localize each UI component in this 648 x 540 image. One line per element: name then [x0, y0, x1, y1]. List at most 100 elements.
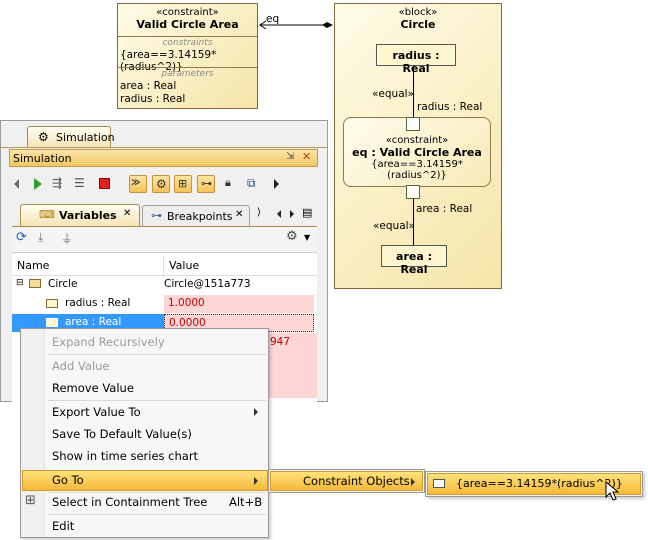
mouse-cursor-icon	[605, 481, 620, 501]
constraint-property-expression: {area==3.14159*(radius^2)}	[371, 159, 463, 181]
submenu-item-constraint-objects[interactable]: Constraint Objects	[303, 474, 410, 488]
area-parameter-label: area : Real	[416, 203, 473, 215]
scroll-left-icon[interactable]	[277, 210, 281, 218]
partial-red-cell	[269, 333, 317, 398]
table-row[interactable]: ⊟ Circle Circle@151a773	[12, 276, 317, 294]
binding-connector-radius	[413, 66, 414, 118]
area-parameter-port[interactable]	[406, 185, 420, 199]
menu-item-add-value[interactable]: Add Value	[52, 359, 110, 373]
variables-tab-label: Variables	[59, 209, 117, 222]
row-value: Circle@151a773	[164, 278, 251, 290]
menu-item-edit[interactable]: Edit	[52, 519, 75, 533]
tab-breakpoints[interactable]: ⊶ Breakpoints ✕	[142, 205, 250, 226]
constraints-compartment-title: constraints	[162, 38, 213, 48]
column-separator	[163, 256, 164, 276]
submenu-arrow-icon	[411, 478, 415, 486]
variables-toolbar	[12, 226, 317, 252]
simulation-title-bar: Simulation ⇲ ✕	[9, 149, 318, 167]
table-row[interactable]: radius : Real 1.0000	[12, 295, 317, 313]
shortcut-alt-b: Alt+B	[229, 495, 263, 509]
menu-item-show-time-series[interactable]: Show in time series chart	[52, 449, 199, 463]
scroll-right-icon[interactable]	[290, 210, 294, 218]
options-gear-icon[interactable]: ⚙	[286, 229, 298, 244]
part-area[interactable]: area : Real	[381, 245, 447, 276]
stop-icon[interactable]	[96, 175, 114, 193]
animation-toggle-icon[interactable]: ⊶	[197, 175, 215, 193]
export-icon[interactable]: ⧉	[247, 176, 256, 190]
divider	[118, 67, 257, 68]
equal-stereotype-1: «equal»	[372, 88, 414, 100]
tab-overflow-icon[interactable]: ⟩	[257, 207, 261, 218]
block-stereotype: «block»	[398, 7, 438, 18]
collapse-icon[interactable]: ⊟	[16, 278, 24, 288]
table-row-selected[interactable]: area : Real 0.0000	[12, 314, 317, 332]
value-property-icon	[46, 318, 58, 327]
tab-strip-line	[0, 147, 328, 148]
menu-item-save-to-default[interactable]: Save To Default Value(s)	[52, 427, 192, 441]
tree-toggle-icon[interactable]: ⊞	[174, 175, 192, 193]
menu-item-remove-value[interactable]: Remove Value	[52, 381, 134, 395]
menu-separator	[48, 514, 266, 515]
parameters-compartment-title: parameters	[161, 69, 214, 79]
menu-item-export-value-to[interactable]: Export Value To	[52, 405, 141, 419]
table-header: Name Value	[12, 256, 317, 276]
menu-item-go-to-highlight[interactable]	[22, 470, 268, 491]
pause-icon[interactable]: ☰	[74, 176, 85, 190]
constraint-icon	[433, 479, 445, 488]
import-icon[interactable]: ⤓	[38, 230, 44, 244]
submenu-constraint-item[interactable]: {area==3.14159*(radius^2)}	[456, 477, 623, 490]
parameter-radius: radius : Real	[120, 93, 186, 105]
containment-tree-icon: ⊞	[25, 493, 36, 508]
close-variables-icon[interactable]: ✕	[123, 208, 132, 219]
binding-connector-area	[413, 199, 414, 245]
more-icon[interactable]	[268, 175, 286, 193]
filter-icon[interactable]: ⏚	[61, 232, 74, 246]
options-dropdown-icon[interactable]: ▼	[304, 233, 311, 242]
menu-separator	[48, 492, 266, 493]
constraint-property-eq[interactable]: «constraint» eq : Valid Circle Area {are…	[343, 117, 491, 187]
constraint-property-name: eq : Valid Circle Area	[352, 146, 482, 159]
composition-connector[interactable]	[258, 18, 336, 32]
menu-item-go-to[interactable]: Go To	[52, 473, 84, 487]
tab-simulation[interactable]: ⚙ Simulation	[27, 126, 115, 148]
submenu-arrow-icon	[254, 408, 258, 416]
lock-icon[interactable]: 🔒︎	[225, 176, 231, 189]
menu-separator	[48, 400, 266, 401]
run-icon[interactable]	[29, 175, 47, 193]
value-property-icon	[46, 299, 58, 308]
submenu-item-constraint-objects-highlight[interactable]	[270, 471, 423, 491]
radius-parameter-port[interactable]	[406, 117, 420, 131]
block-icon	[29, 279, 41, 288]
column-header-value[interactable]: Value	[169, 259, 200, 272]
block-name: Circle	[400, 18, 436, 31]
menu-item-select-containment-tree[interactable]: Select in Containment Tree	[52, 495, 208, 509]
radius-parameter-label: radius : Real	[417, 101, 483, 113]
constraint-block-stereotype: «constraint»	[156, 7, 219, 18]
breakpoints-tab-label: Breakpoints	[167, 210, 233, 223]
step-icon[interactable]: ⇶	[52, 176, 63, 190]
refresh-icon[interactable]: ⟳	[16, 230, 27, 245]
row-name: Circle	[48, 278, 78, 290]
gear-icon: ⚙	[38, 130, 49, 144]
constraint-block-name: Valid Circle Area	[136, 18, 239, 31]
settings-toggle-icon[interactable]: ⚙	[152, 175, 170, 193]
variables-icon: ⌨	[39, 208, 55, 221]
back-icon[interactable]	[10, 175, 28, 193]
row-name: radius : Real	[65, 297, 131, 309]
tab-variables[interactable]: ⌨ Variables ✕	[20, 204, 140, 226]
row-name: area : Real	[65, 316, 122, 328]
menu-item-expand-recursively[interactable]: Expand Recursively	[52, 335, 165, 349]
column-header-name[interactable]: Name	[17, 259, 50, 272]
close-breakpoints-icon[interactable]: ✕	[235, 209, 244, 220]
close-icon[interactable]: ✕	[302, 150, 312, 163]
part-radius[interactable]: radius : Real	[376, 44, 456, 75]
constraint-block-valid-circle-area[interactable]: «constraint» Valid Circle Area constrain…	[117, 3, 258, 109]
list-icon[interactable]: ▤	[302, 206, 313, 219]
step-into-icon[interactable]: ≫	[129, 175, 147, 193]
parameter-area: area : Real	[120, 80, 177, 92]
submenu-constraint-item-highlight[interactable]	[427, 473, 641, 495]
constraint-property-stereotype: «constraint»	[385, 135, 449, 146]
restore-icon[interactable]: ⇲	[286, 151, 295, 162]
row-value: 0.0000	[164, 314, 314, 332]
divider	[118, 36, 257, 37]
